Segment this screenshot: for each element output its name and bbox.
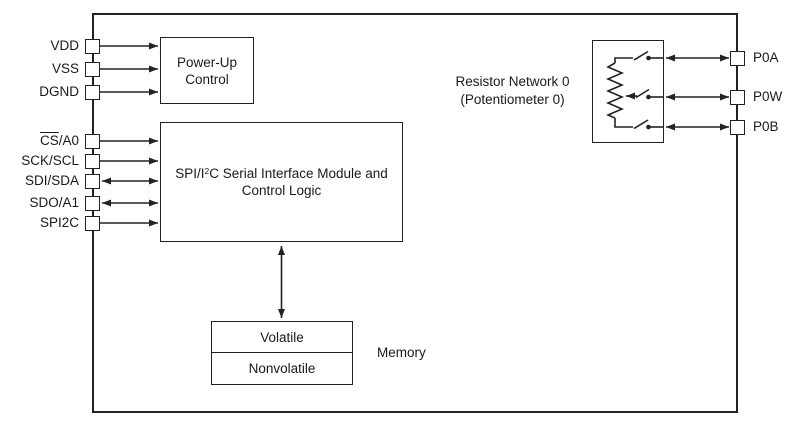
memory-volatile-row: Volatile — [211, 321, 353, 354]
pin-label-sdi-sda: SDI/SDA — [24, 173, 79, 188]
pin-sdo-a1 — [85, 195, 100, 211]
pin-label-vdd: VDD — [50, 38, 79, 53]
resistor-network-label-line1: Resistor Network 0 — [455, 74, 570, 89]
memory-nonvolatile-label: Nonvolatile — [248, 361, 316, 377]
pin-vss — [85, 61, 100, 77]
pin-label-a0-rest: /A0 — [58, 133, 79, 148]
serial-interface-block: SPI/I2C Serial Interface Module and Cont… — [160, 122, 403, 242]
serial-interface-label-sup: 2 — [204, 166, 210, 176]
pin-label-sdo-a1: SDO/A1 — [29, 195, 79, 210]
resistor-network-box — [592, 40, 664, 143]
pin-cs-a0 — [85, 133, 100, 149]
memory-caption: Memory — [377, 345, 426, 360]
pin-sdi-sda — [85, 173, 100, 189]
pin-label-sck-scl: SCK/SCL — [21, 153, 79, 168]
memory-block: Volatile Nonvolatile — [211, 321, 353, 385]
pin-p0b — [730, 119, 745, 135]
pin-spi2c — [85, 215, 100, 231]
memory-volatile-label: Volatile — [260, 329, 304, 345]
pin-label-p0a: P0A — [753, 50, 779, 65]
pin-p0a — [730, 50, 745, 66]
pin-label-p0w: P0W — [753, 89, 783, 104]
pin-dgnd — [85, 84, 100, 100]
pin-label-spi2c: SPI2C — [39, 215, 79, 230]
memory-nonvolatile-row: Nonvolatile — [211, 352, 353, 385]
resistor-network-label: Resistor Network 0 (Potentiometer 0) — [430, 73, 595, 108]
serial-interface-label: SPI/I2C Serial Interface Module and Cont… — [174, 165, 389, 199]
pin-label-p0b: P0B — [753, 119, 779, 134]
pin-vdd — [85, 38, 100, 54]
pin-label-vss: VSS — [51, 61, 79, 76]
resistor-network-label-line2: (Potentiometer 0) — [460, 91, 565, 107]
serial-interface-label-post: C Serial Interface Module and Control Lo… — [209, 166, 388, 198]
pin-label-dgnd: DGND — [39, 84, 79, 99]
serial-interface-label-pre: SPI/I — [175, 166, 205, 181]
power-up-label-line2: Control — [185, 71, 229, 87]
pin-label-cs-overline: CS — [39, 133, 59, 148]
power-up-control-block: Power-Up Control — [160, 37, 254, 104]
power-up-label-line1: Power-Up — [176, 54, 238, 70]
pin-sck-scl — [85, 153, 100, 169]
pin-p0w — [730, 89, 745, 105]
pin-label-cs-a0: CS/A0 — [0, 133, 79, 149]
